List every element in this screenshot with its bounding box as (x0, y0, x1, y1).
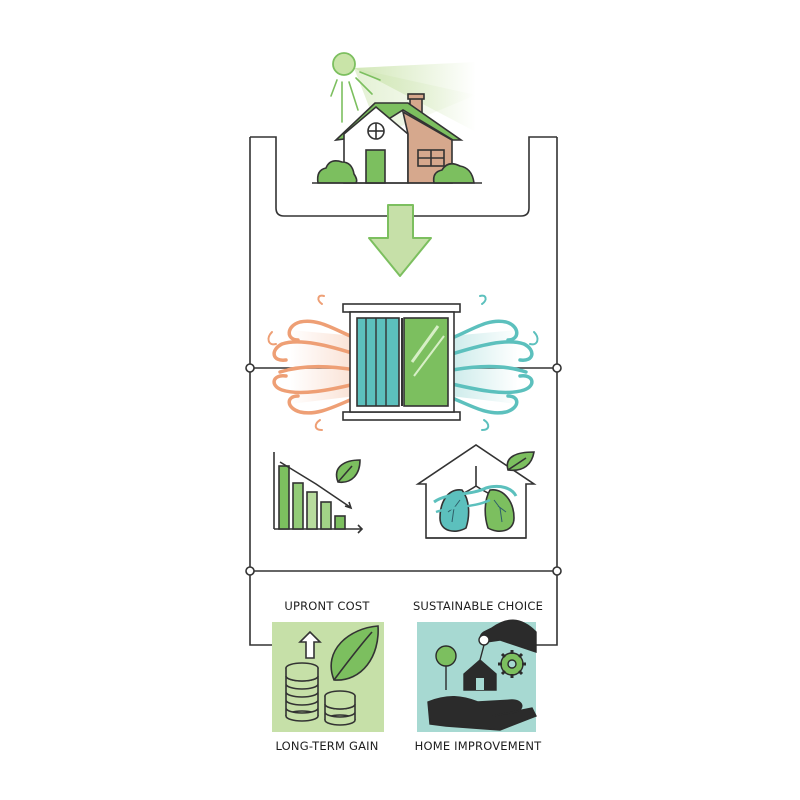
window-icon (342, 303, 461, 421)
coins-leaf-icon (285, 625, 379, 726)
long-term-gain-label: LONG-TERM GAIN (275, 739, 379, 753)
cool-air-flow (450, 294, 539, 431)
sustainable-choice-label: SUSTAINABLE CHOICE (412, 599, 544, 613)
home-improvement-label: HOME IMPROVEMENT (414, 739, 542, 753)
sun-icon (330, 52, 476, 135)
upfront-cost-label: UPRONT COST (284, 599, 370, 613)
warm-air-flow (267, 294, 357, 431)
hands-house-key-icon (427, 619, 537, 731)
frame-dots (245, 363, 562, 576)
lungs-house-icon (415, 444, 537, 539)
declining-bar-chart-icon (273, 452, 364, 534)
house-icon (312, 93, 482, 184)
down-arrow-icon (368, 204, 432, 277)
